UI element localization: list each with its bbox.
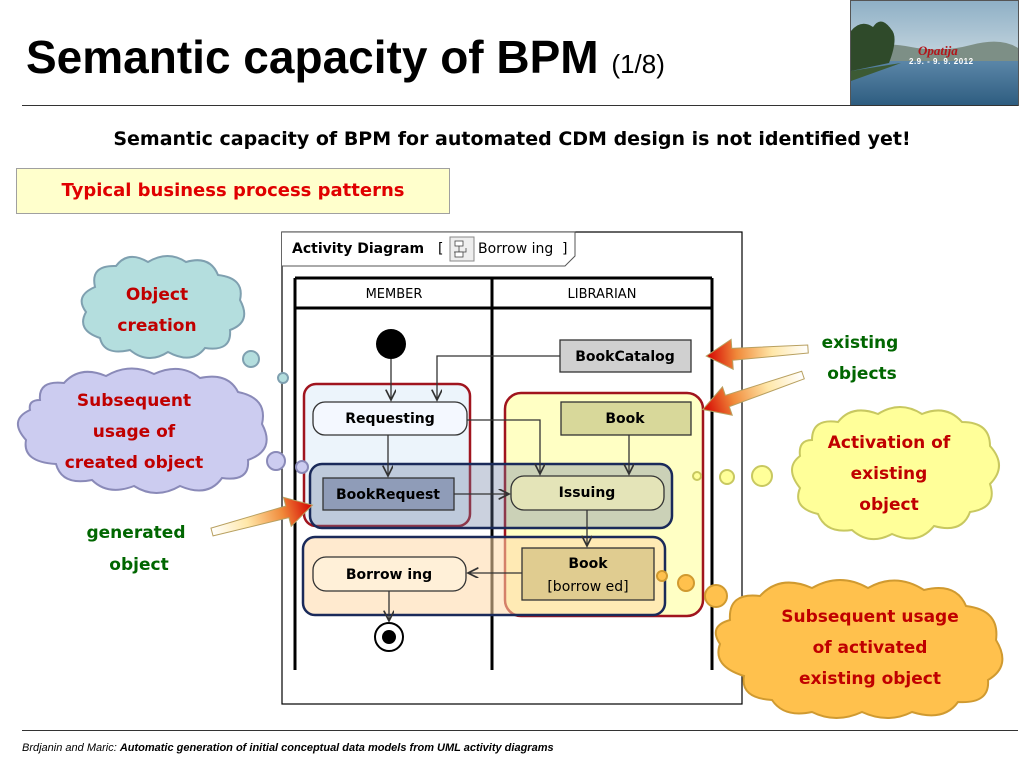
logo-picture [851,1,1018,105]
cloud-activation [791,406,1000,541]
patterns-label-box: Typical business process patterns [16,168,450,214]
arrow-to-book-catalog [705,338,809,371]
callout-activation-line2: existing [851,464,928,484]
diagram-name: Borrow ing [478,241,553,257]
thought-bubble [656,570,668,582]
thought-bubble [242,350,260,368]
title-divider [22,105,1018,106]
callout-object-creation-line1: Object [126,285,188,305]
activity-icon [449,236,475,262]
callout-subsequent-created-line2: usage of [93,422,176,442]
object-book-borrowed [521,547,655,601]
object-book-label: Book [605,411,645,427]
arrow-to-generated-object [210,496,314,537]
slide-title-text: Semantic capacity of BPM [26,31,599,83]
footer-citation: Brdjanin and Maric: Automatic generation… [22,742,554,754]
thought-bubble [704,584,728,608]
object-book-borrowed-state: [borrow ed] [547,579,628,595]
object-book-catalog-label: BookCatalog [575,349,675,365]
initial-node [376,329,406,359]
action-requesting-label: Requesting [345,411,435,427]
subtitle: Semantic capacity of BPM for automated C… [113,128,911,150]
lane-member-label: MEMBER [366,287,423,302]
diagram-bracket-open: [ [438,241,443,257]
object-book-borrowed-label: Book [568,556,608,572]
thought-bubble [295,460,309,474]
slide-page-indicator: (1/8) [611,49,665,79]
thought-bubble [719,469,735,485]
callout-subsequent-activated-line2: of activated [813,638,928,658]
callout-activation-line1: Activation of [828,433,951,453]
conference-logo-image: Opatija 2.9. - 9. 9. 2012 [850,0,1019,106]
cloud-subsequent-activated [714,579,1004,719]
callout-object-creation-line2: creation [117,316,196,336]
arrow-to-book [701,370,805,416]
lane-librarian-label: LIBRARIAN [568,287,637,302]
action-requesting [312,401,468,436]
cloud-subsequent-created [17,367,268,494]
callout-generated-object-line2: object [109,555,168,575]
thought-bubble [266,451,286,471]
logo-name: Opatija [918,43,958,58]
diagram-frame-tab [282,231,576,267]
callout-existing-objects-line1: existing [822,333,899,353]
action-issuing-label: Issuing [559,485,616,501]
footer-divider [22,730,1018,731]
object-book [560,401,692,436]
callout-subsequent-activated-line1: Subsequent usage [781,607,959,627]
thought-bubble [277,372,289,384]
callout-existing-objects-line2: objects [827,364,897,384]
thought-bubble [677,574,695,592]
callout-subsequent-created-line1: Subsequent [77,391,191,411]
patterns-label: Typical business process patterns [61,180,405,201]
logo-dates: 2.9. - 9. 9. 2012 [909,57,974,66]
thought-bubble [692,471,702,481]
object-book-catalog [559,339,692,373]
slide-title: Semantic capacity of BPM (1/8) [26,30,665,84]
callout-subsequent-activated-line3: existing object [799,669,941,689]
thought-bubble [751,465,773,487]
final-node [374,622,404,652]
diagram-frame-label: Activity Diagram [292,241,424,257]
object-book-request-label: BookRequest [336,487,440,503]
callout-activation-line3: object [859,495,918,515]
control-and-object-flows [388,355,629,621]
callout-generated-object-line1: generated [86,523,185,543]
action-borrowing-label: Borrow ing [346,567,432,583]
footer-authors: Brdjanin and Maric: [22,742,120,754]
diagram-bracket-close: ] [562,241,567,257]
callout-subsequent-created-line3: created object [65,453,204,473]
cloud-object-creation [80,255,246,359]
footer-paper-title: Automatic generation of initial conceptu… [119,742,554,754]
